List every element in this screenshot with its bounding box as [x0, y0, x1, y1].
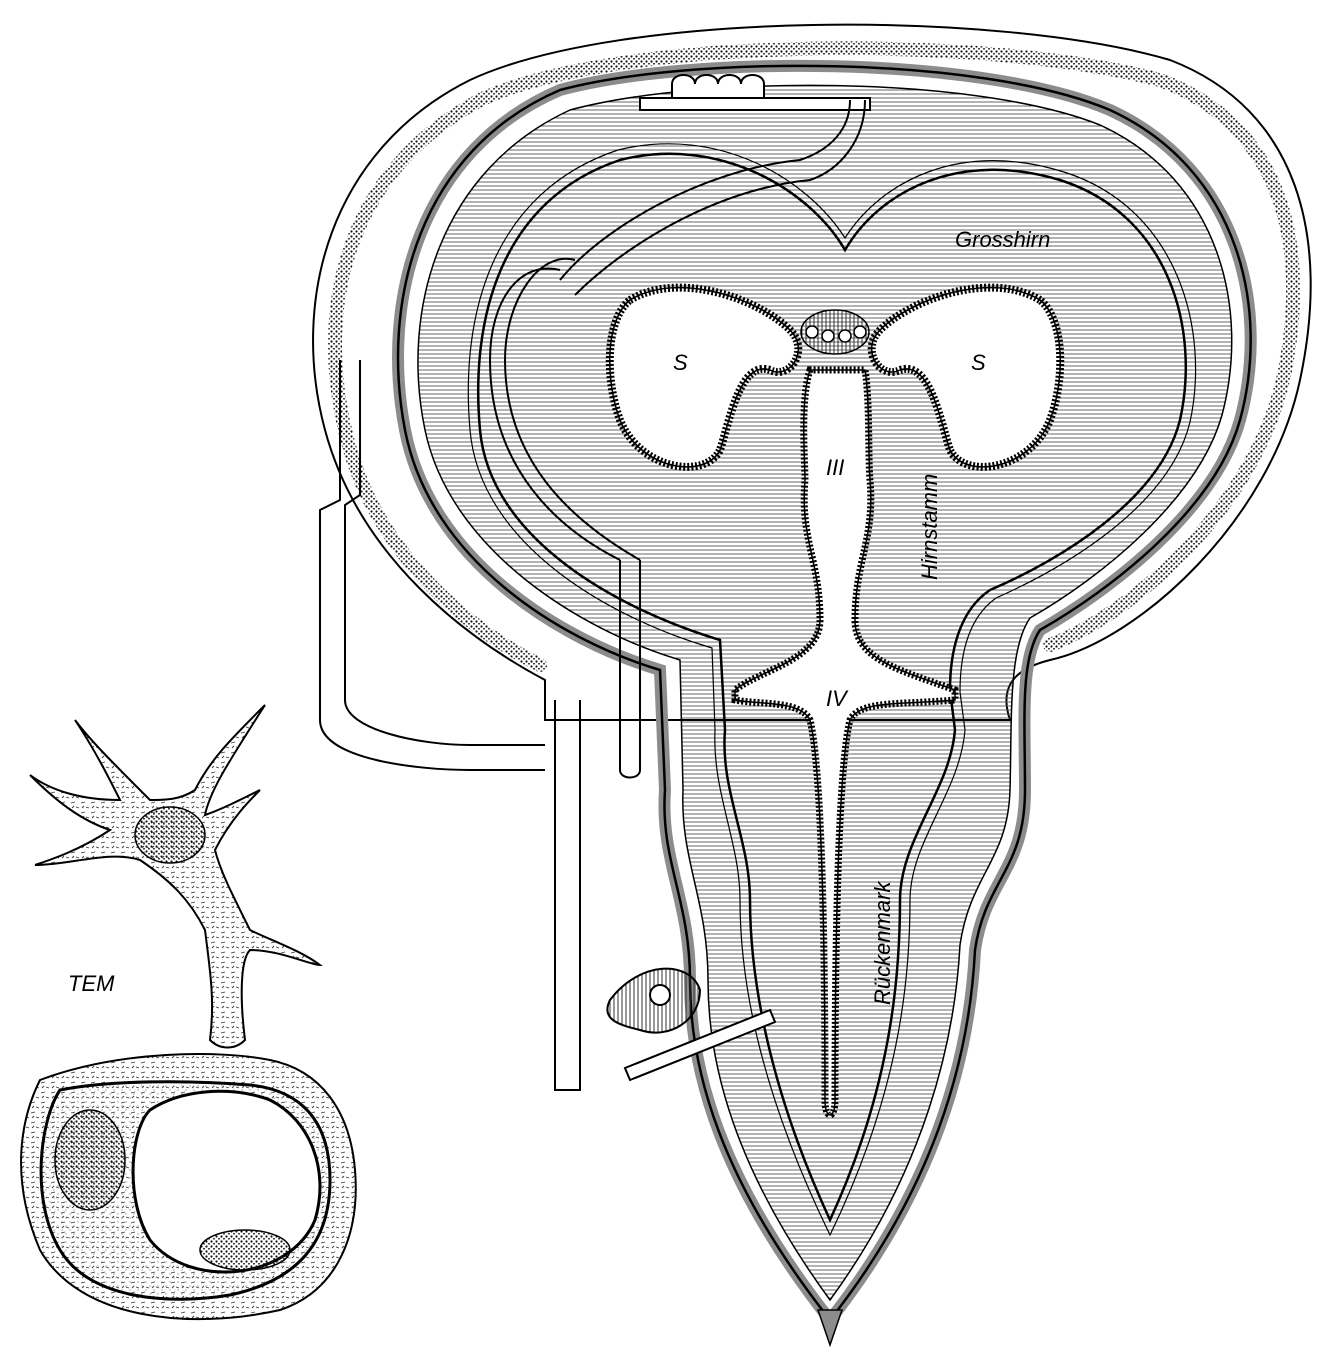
label-s-right: S	[971, 350, 986, 375]
label-rueckenmark: Rückenmark	[870, 881, 895, 1005]
label-third-ventricle: III	[826, 455, 844, 480]
filum-terminale	[818, 1310, 842, 1345]
label-fourth-ventricle: IV	[826, 686, 849, 711]
label-tem: TEM	[68, 971, 115, 996]
tem-nucleus-left	[55, 1110, 125, 1210]
choroid-plexus	[801, 310, 869, 354]
label-grosshirn: Grosshirn	[955, 227, 1050, 252]
tem-nucleus-upper	[135, 807, 205, 863]
label-s-left: S	[673, 350, 688, 375]
label-hirnstamm: Hirnstamm	[917, 474, 942, 580]
tem-capillary-section	[21, 1054, 356, 1319]
tem-nucleus-endothelial	[200, 1230, 290, 1270]
tem-astrocyte	[30, 705, 320, 1048]
